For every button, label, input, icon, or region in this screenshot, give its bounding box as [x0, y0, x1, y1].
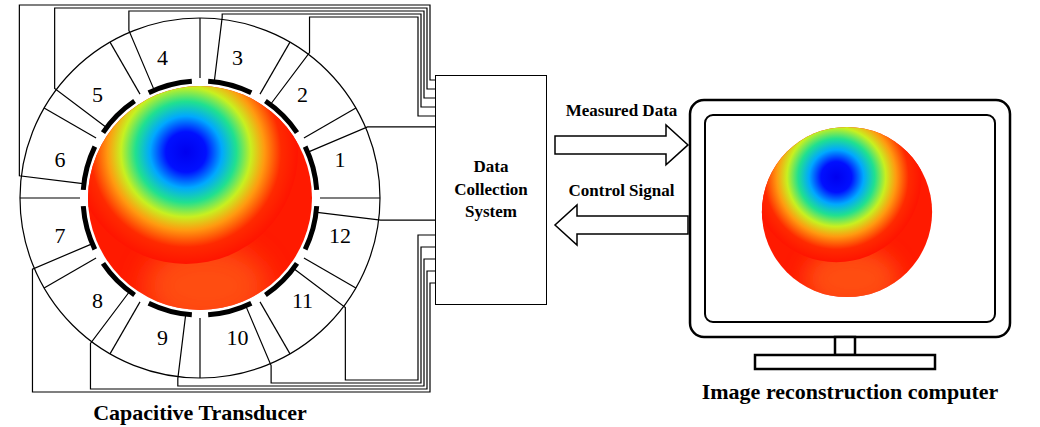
heading: Image reconstruction computer	[670, 379, 1030, 405]
data-collection-box: Data Collection System	[435, 75, 547, 305]
electrode-number: 6	[54, 149, 65, 171]
electrode-number: 4	[157, 47, 168, 69]
reconstructed-image	[74, 40, 315, 328]
electrode-number: 12	[329, 225, 351, 247]
block-arrow	[555, 205, 688, 245]
wires	[19, 5, 435, 392]
box-label: Data Collection System	[442, 156, 540, 225]
block-arrow	[555, 125, 688, 165]
electrode-number: 2	[297, 84, 308, 106]
capacitive-transducer: Capacitive Transducer	[20, 18, 380, 378]
electrode-number: 10	[227, 327, 249, 349]
electrode-number: 5	[92, 84, 103, 106]
electrode-number: 11	[292, 290, 313, 312]
transducer-outline	[20, 18, 380, 378]
electrode-number: 7	[54, 225, 65, 247]
monitor-base	[755, 355, 935, 369]
signal-wire	[380, 126, 435, 127]
monitor-neck	[835, 337, 855, 355]
electrode-number: 8	[92, 290, 103, 312]
signal-label: Control Signal	[569, 181, 675, 201]
screen-image	[751, 92, 934, 311]
electrode-number: 3	[232, 47, 243, 69]
signal-label: Measured Data	[566, 101, 678, 121]
electrode-number: 9	[157, 327, 168, 349]
electrode-number: 1	[335, 149, 346, 171]
heading: Capacitive Transducer	[20, 400, 380, 426]
electrodes	[20, 18, 380, 378]
monitor: Image reconstruction computer	[690, 100, 1010, 337]
